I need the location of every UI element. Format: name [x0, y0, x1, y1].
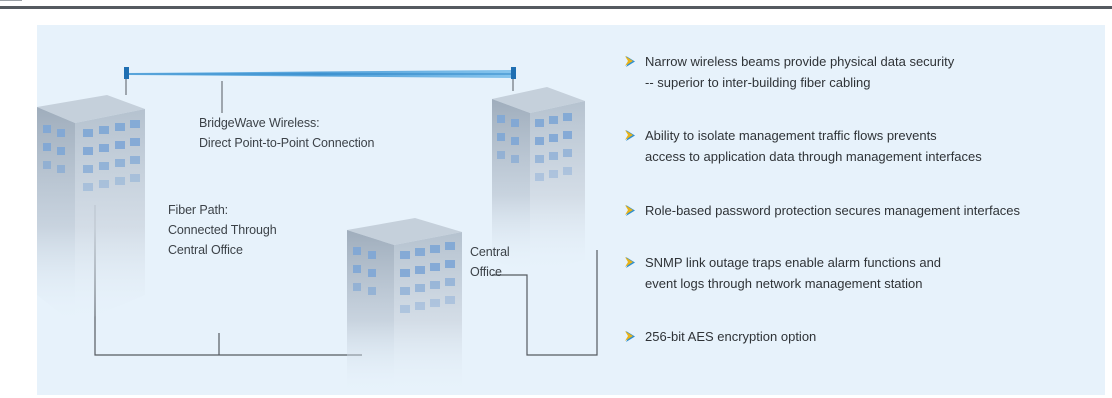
feature-item: Role-based password protection secures m… — [625, 200, 1095, 221]
feature-text: Narrow wireless beams provide physical d… — [645, 54, 955, 69]
chevron-arrow-icon — [625, 130, 635, 141]
antenna-icon — [511, 67, 516, 79]
central-office-label-line: Office — [470, 265, 502, 279]
corner-mark — [0, 0, 22, 7]
network-diagram — [37, 67, 598, 395]
fiber-label-line: Fiber Path: — [168, 203, 229, 217]
feature-text: SNMP link outage traps enable alarm func… — [645, 255, 942, 270]
feature-item: Ability to isolate management traffic fl… — [625, 125, 1095, 167]
header-rule — [0, 6, 1112, 9]
central-office-label-line: Central — [470, 245, 510, 259]
feature-item: Narrow wireless beams provide physical d… — [625, 51, 1095, 93]
feature-item: SNMP link outage traps enable alarm func… — [625, 252, 1095, 294]
fiber-label-line: Central Office — [168, 243, 243, 257]
fiber-label-line: Connected Through — [168, 223, 277, 237]
antenna-icon — [124, 67, 129, 79]
feature-text: -- superior to inter-building fiber cabl… — [645, 75, 871, 90]
wireless-beam — [124, 67, 516, 113]
chevron-arrow-icon — [625, 331, 635, 342]
chevron-arrow-icon — [625, 205, 635, 216]
chevron-arrow-icon — [625, 257, 635, 268]
fiber-label: Fiber Path: Connected Through Central Of… — [168, 200, 277, 260]
feature-text: Ability to isolate management traffic fl… — [645, 128, 937, 143]
chevron-arrow-icon — [625, 56, 635, 67]
feature-text: Role-based password protection secures m… — [645, 203, 1021, 218]
central-office-label: Central Office — [470, 242, 510, 282]
building-icon — [37, 95, 145, 325]
wireless-label: BridgeWave Wireless: Direct Point-to-Poi… — [199, 113, 374, 153]
feature-text: access to application data through manag… — [645, 149, 982, 164]
feature-text: event logs through network management st… — [645, 276, 923, 291]
feature-text: 256-bit AES encryption option — [645, 329, 817, 344]
wireless-label-line: BridgeWave Wireless: — [199, 116, 320, 130]
content-panel: BridgeWave Wireless: Direct Point-to-Poi… — [37, 25, 1105, 395]
building-icon — [492, 87, 585, 275]
building-icon — [347, 218, 462, 395]
feature-item: 256-bit AES encryption option — [625, 326, 1095, 347]
wireless-label-line: Direct Point-to-Point Connection — [199, 136, 375, 150]
